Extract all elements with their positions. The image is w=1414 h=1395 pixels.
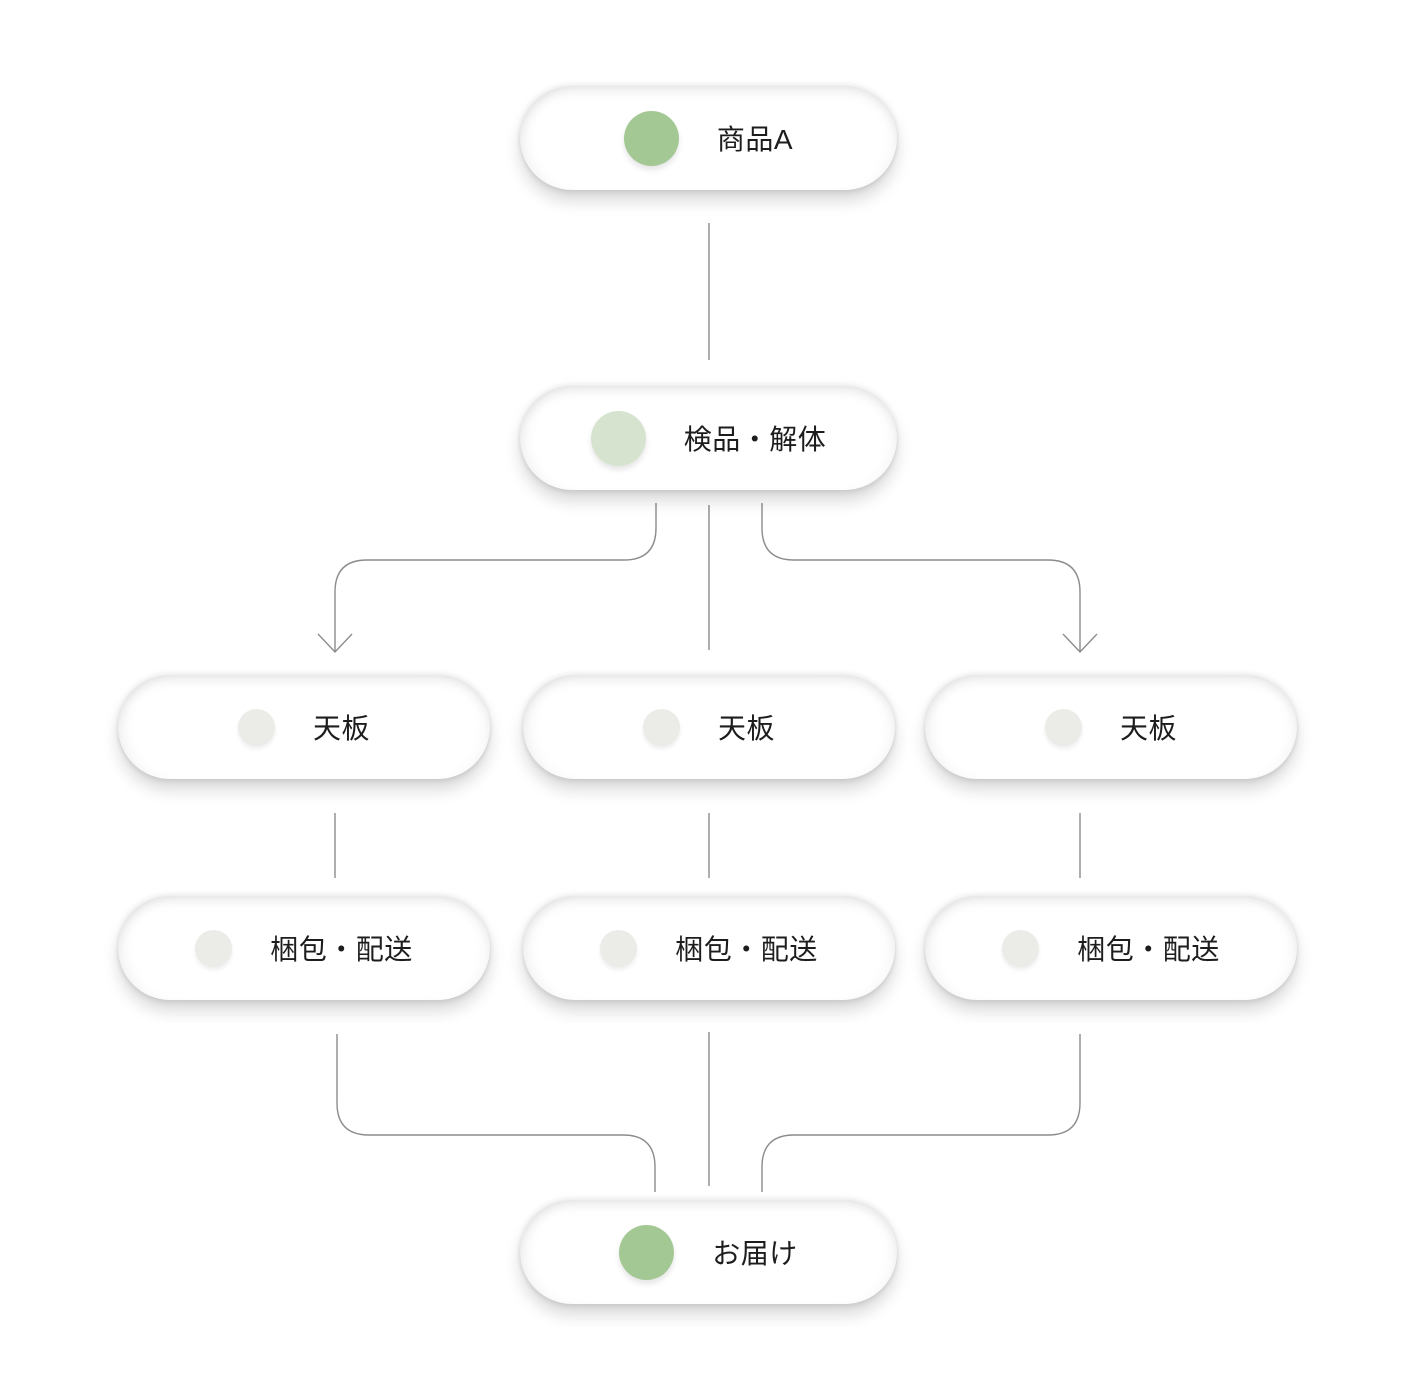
status-dot <box>619 1224 675 1280</box>
node-label: 梱包・配送 <box>675 934 818 965</box>
flow-node-packing-shipping-right: 梱包・配送 <box>925 896 1297 1000</box>
node-label: 天板 <box>717 713 775 744</box>
node-label: 天板 <box>1119 713 1177 744</box>
connector-inspection-to-tabletop-left <box>334 503 657 651</box>
status-dot <box>237 708 275 746</box>
flow-node-inspection-disassembly: 検品・解体 <box>520 386 897 490</box>
status-dot <box>195 929 233 967</box>
arrowhead-right-icon <box>1062 633 1098 654</box>
node-label: 検品・解体 <box>683 424 827 455</box>
connector-packing-left-to-delivery <box>336 1034 656 1192</box>
connector-packing-right-to-delivery <box>761 1034 1081 1192</box>
status-dot <box>600 929 638 967</box>
arrowhead-left-icon <box>317 633 353 654</box>
flow-node-delivery: お届け <box>520 1200 897 1304</box>
node-label: お届け <box>712 1238 798 1269</box>
flow-node-tabletop-right: 天板 <box>925 675 1297 779</box>
flow-node-tabletop-left: 天板 <box>118 675 490 779</box>
flow-node-tabletop-center: 天板 <box>523 675 895 779</box>
flow-node-product-a: 商品A <box>520 86 897 190</box>
status-dot <box>623 110 679 166</box>
node-label: 商品A <box>716 124 794 155</box>
status-dot <box>1044 708 1082 746</box>
node-label: 梱包・配送 <box>1077 934 1220 965</box>
node-label: 梱包・配送 <box>270 934 413 965</box>
node-label: 天板 <box>312 713 370 744</box>
flow-node-packing-shipping-left: 梱包・配送 <box>118 896 490 1000</box>
flow-node-packing-shipping-center: 梱包・配送 <box>523 896 895 1000</box>
status-dot <box>590 410 646 466</box>
connector-inspection-to-tabletop-right <box>761 503 1081 651</box>
status-dot <box>642 708 680 746</box>
status-dot <box>1002 929 1040 967</box>
